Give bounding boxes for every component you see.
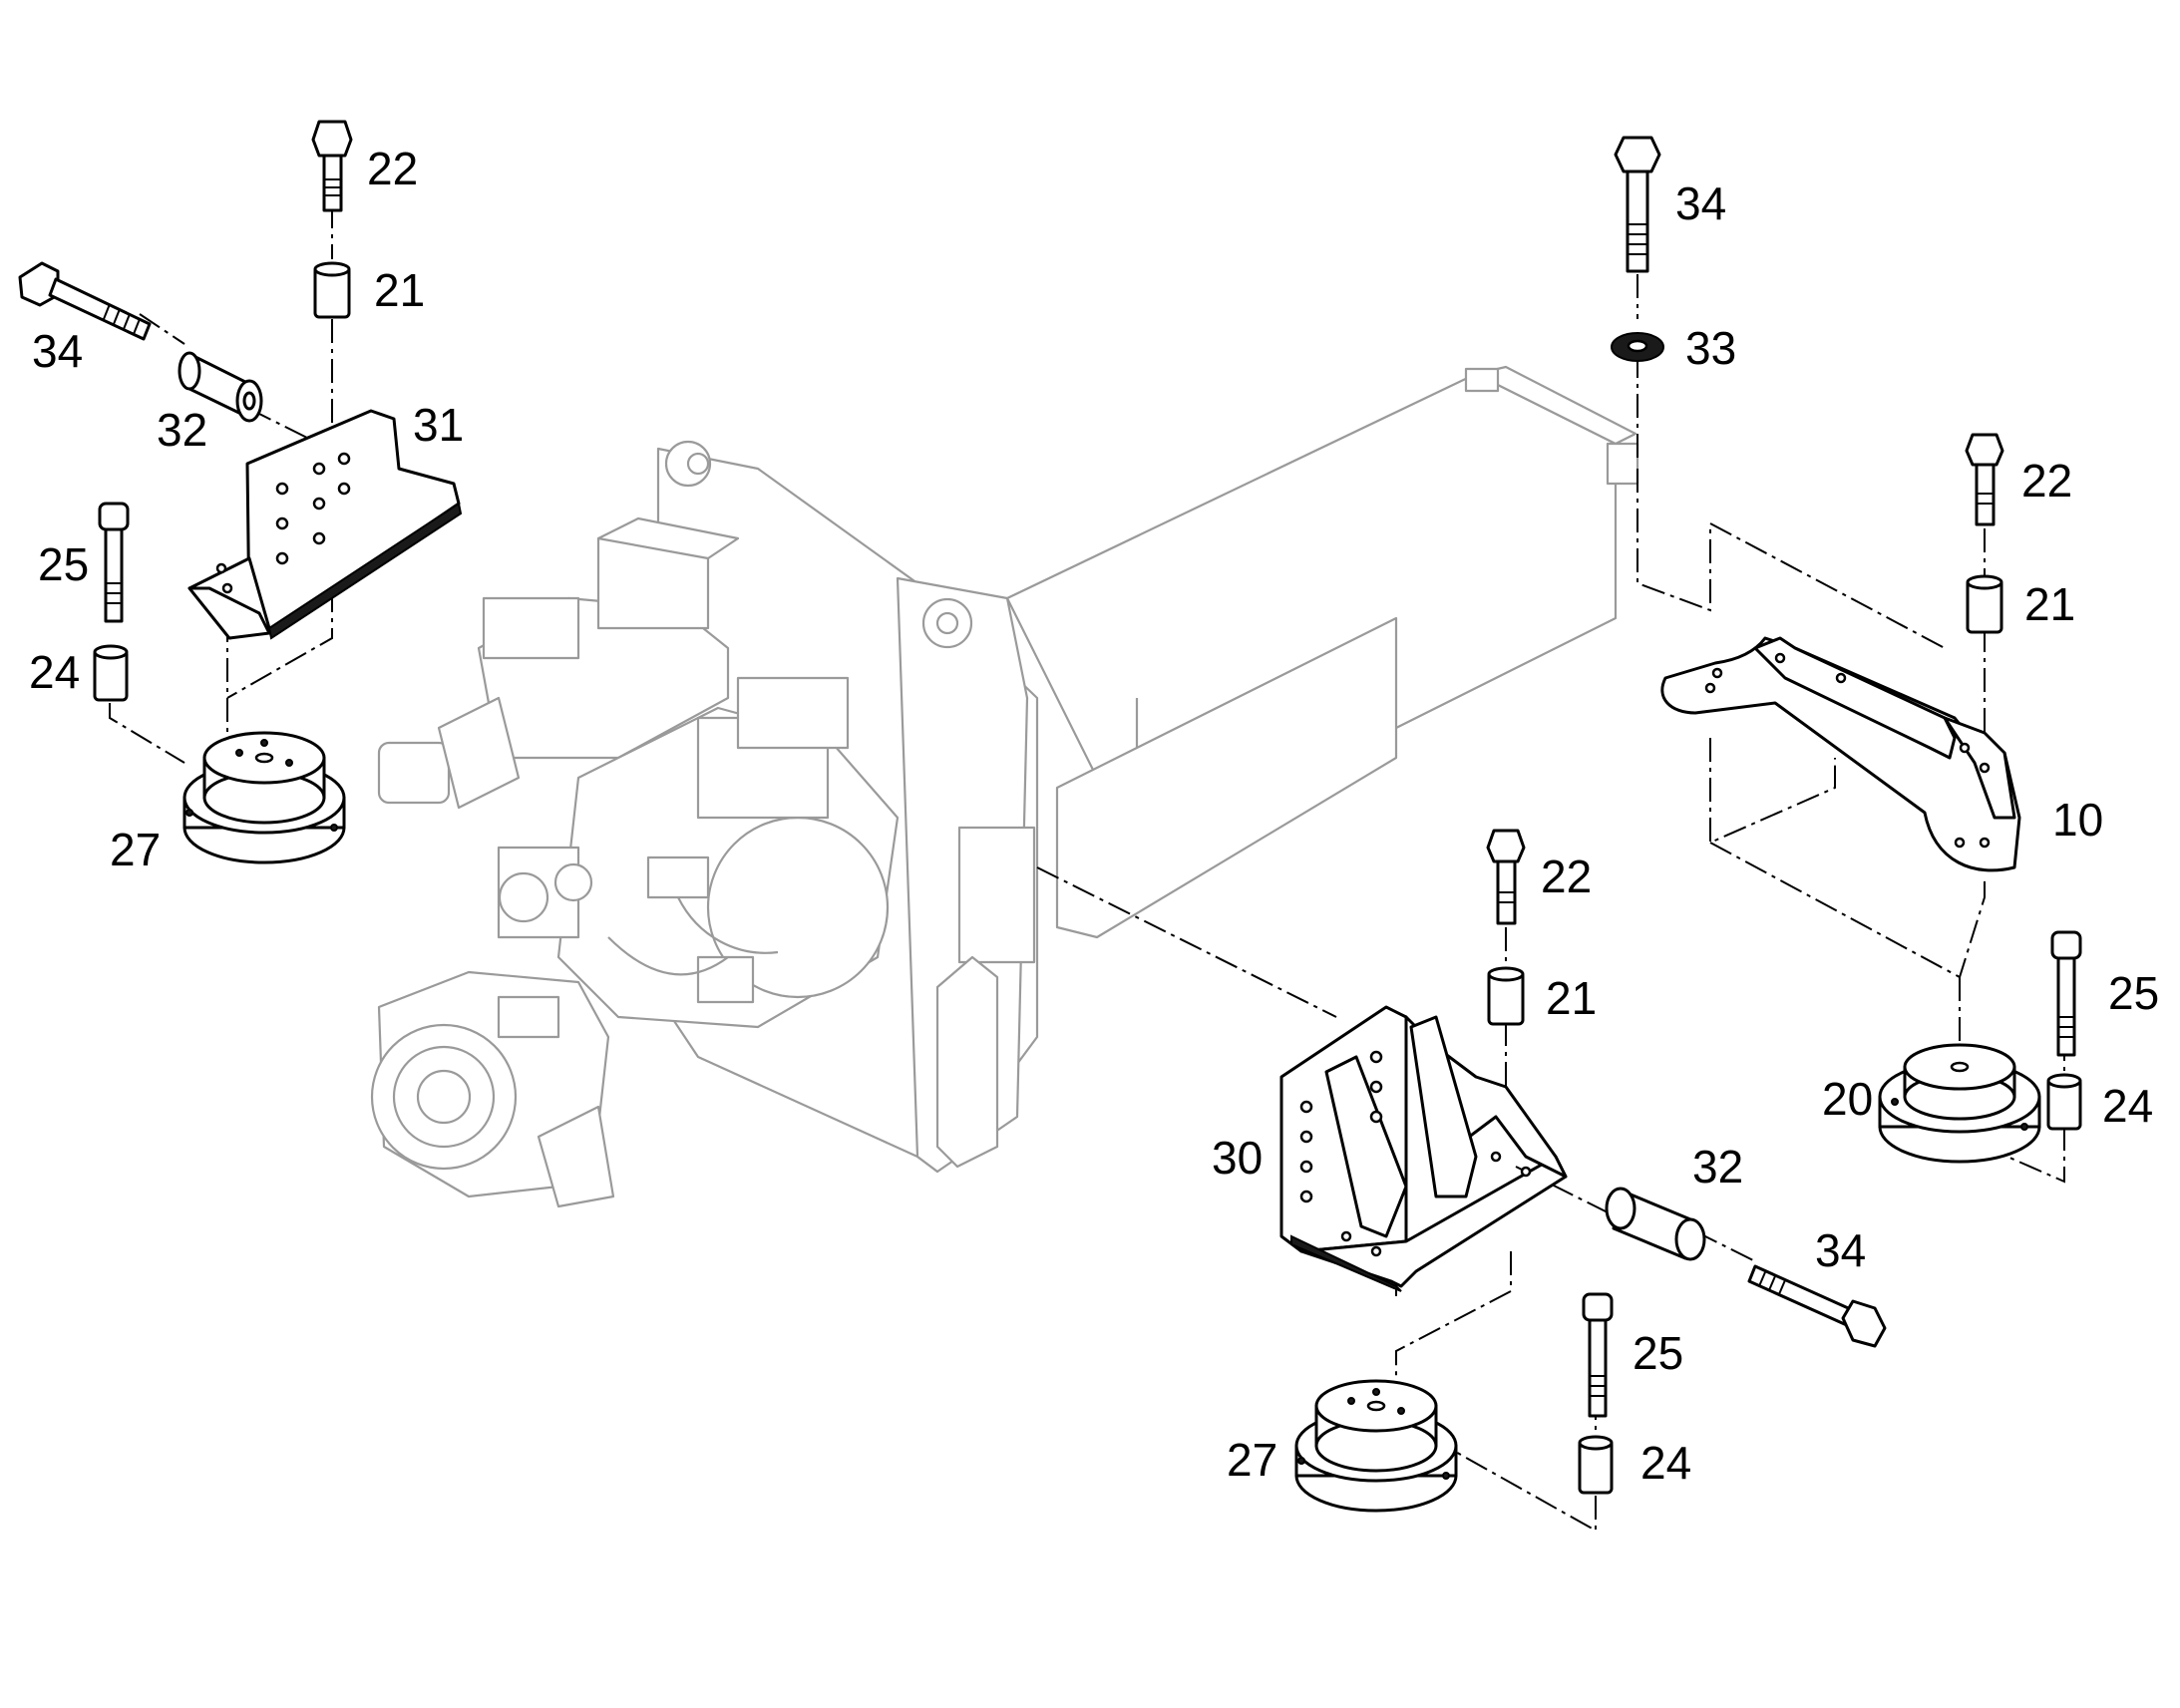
sleeve-24-left [93,644,129,702]
screw-25-right [2050,930,2082,1057]
mount-27-bottom [1294,1379,1458,1513]
callout-20: 20 [1822,1073,1873,1125]
callout-labels: 22 21 34 32 31 25 24 27 34 33 22 21 10 2… [29,143,2159,1489]
bolt-22-mid [1486,829,1526,925]
callout-25-bottom: 25 [1633,1327,1683,1379]
callout-24-right: 24 [2102,1080,2153,1132]
callout-21-right: 21 [2024,578,2075,630]
callout-21-top: 21 [374,264,425,316]
bracket-31 [187,409,463,640]
washer-33 [1611,332,1664,362]
callout-22-top: 22 [367,143,418,194]
sleeve-21-mid [1487,966,1525,1026]
callout-31: 31 [413,399,464,451]
callout-30: 30 [1212,1132,1263,1184]
mount-20 [1878,1043,2041,1164]
spacer-32-right [1605,1187,1706,1261]
callout-27-left: 27 [110,824,161,875]
screw-25-bottom [1582,1292,1614,1418]
bolt-22-right [1965,433,2004,526]
transmission-assembly [370,365,1639,1208]
callout-34-right: 34 [1815,1224,1866,1276]
bolt-34-right [1747,1264,1887,1348]
callout-24-left: 24 [29,646,80,698]
callout-32-right: 32 [1692,1141,1743,1193]
callout-25-left: 25 [38,538,89,590]
callout-27-bottom: 27 [1227,1434,1277,1486]
valve-block [377,516,740,810]
spacer-32-left [178,351,263,423]
bolt-34-top-right [1614,136,1661,273]
crossmember-10 [1660,636,2021,872]
bracket-30 [1279,1005,1568,1292]
mount-27-left [182,731,346,864]
output-housing [370,970,615,1208]
callout-21-mid: 21 [1546,972,1597,1024]
main-housing-box [1005,365,1639,939]
callout-34-top-right: 34 [1675,177,1726,229]
callout-25-right: 25 [2108,967,2159,1019]
callout-10: 10 [2052,794,2103,846]
sleeve-24-bottom [1578,1435,1614,1495]
callout-24-bottom: 24 [1640,1437,1691,1489]
sleeve-24-right [2046,1073,2082,1131]
bolt-34-left [18,261,152,341]
callout-22-mid: 22 [1541,851,1592,902]
screw-25-left [98,502,130,623]
callout-22-right: 22 [2021,455,2072,507]
callout-33: 33 [1685,322,1736,374]
callout-34-left: 34 [32,325,83,377]
sleeve-21-right [1966,574,2003,634]
pump-cluster [497,676,900,1029]
sleeve-21-top [313,261,351,319]
callout-32-left: 32 [157,404,207,456]
bolt-22-top [311,120,353,212]
